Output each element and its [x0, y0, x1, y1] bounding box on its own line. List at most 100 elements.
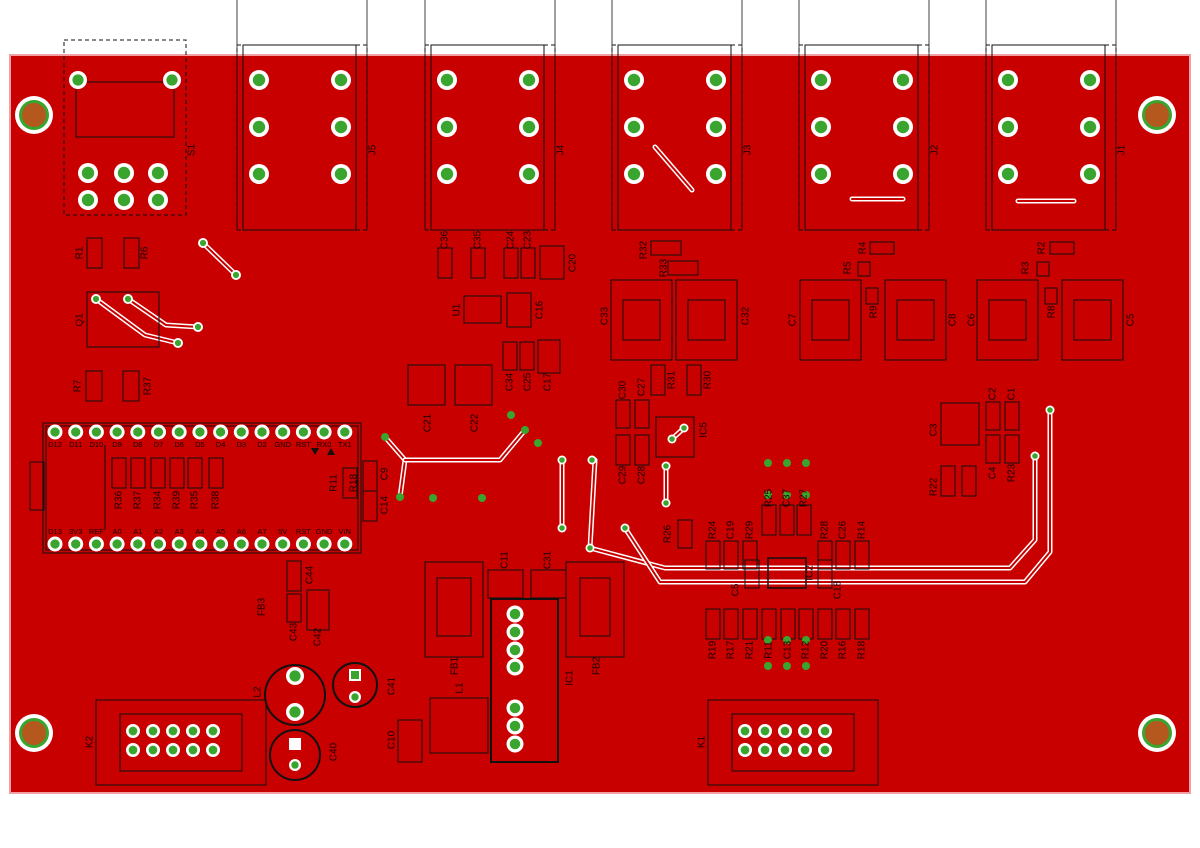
- designator-label: R18: [857, 640, 868, 659]
- arduino-pin-label-bottom: RST: [296, 527, 311, 536]
- pad-copper: [188, 745, 198, 755]
- cap-outline: [332, 662, 378, 708]
- smd-footprint: [86, 237, 103, 269]
- smd-footprint: [519, 341, 535, 371]
- header-label: K2: [85, 735, 96, 748]
- via: [764, 491, 772, 499]
- mounting-hole-drill: [22, 103, 46, 127]
- ic5-outline: [655, 416, 695, 458]
- via: [764, 662, 772, 670]
- cap-inner: [622, 299, 661, 341]
- pad-copper: [298, 539, 309, 549]
- designator-label: IC1: [565, 670, 576, 686]
- designator-label: R14: [857, 520, 868, 539]
- designator-label: R1: [75, 246, 86, 259]
- designator-label: C9: [380, 467, 391, 480]
- pad-copper: [117, 166, 131, 180]
- pad-copper: [814, 167, 828, 181]
- header-label: K1: [697, 735, 708, 748]
- jack-keepout: [236, 44, 368, 231]
- designator-label: C42: [313, 627, 324, 646]
- pad-copper: [587, 545, 593, 551]
- smd-footprint: [817, 559, 833, 589]
- arduino-pin-label-top: D7: [154, 440, 164, 449]
- jack-label-J5: J5: [368, 144, 379, 155]
- smd-footprint: [854, 540, 870, 570]
- designator-label: C5: [731, 583, 742, 596]
- pad-copper: [1083, 167, 1097, 181]
- pad-copper: [199, 239, 207, 247]
- smd-footprint: [705, 608, 721, 640]
- arduino-pin-label-top: RST: [296, 440, 311, 449]
- smd-footprint: [940, 465, 956, 497]
- pad-copper: [91, 539, 102, 549]
- pad-copper: [681, 425, 687, 431]
- pad-copper: [509, 608, 521, 620]
- designator-label: R21: [745, 640, 756, 659]
- via: [478, 494, 486, 502]
- designator-label: C29: [618, 465, 629, 484]
- designator-label: R2: [1037, 241, 1048, 254]
- pad-copper: [820, 745, 830, 755]
- designator-label: C34: [505, 372, 516, 391]
- designator-label: C2: [988, 387, 999, 400]
- designator-label: C30: [618, 380, 629, 399]
- pad-copper: [319, 539, 329, 549]
- copper-pour: [9, 54, 1191, 794]
- smd-footprint: [835, 608, 851, 640]
- designator-label: C32: [741, 306, 752, 325]
- jack-keepout: [798, 44, 930, 231]
- pad-copper: [252, 167, 266, 181]
- pad-copper: [800, 745, 810, 755]
- cap-footprint: [407, 364, 446, 406]
- pad-copper: [334, 73, 348, 87]
- via: [783, 662, 791, 670]
- pad-copper: [709, 120, 723, 134]
- smd-footprint: [85, 370, 103, 402]
- arduino-pin-label-top: RX0: [317, 440, 332, 449]
- designator-label: C44: [305, 565, 316, 584]
- smd-footprint: [723, 608, 739, 640]
- via: [381, 433, 389, 441]
- pad-copper: [627, 167, 641, 181]
- ic2-outline: [767, 557, 807, 589]
- smd-footprint: [686, 364, 702, 396]
- pad-copper: [195, 539, 205, 549]
- designator-label: R3: [1021, 261, 1032, 274]
- pad-copper: [188, 726, 198, 736]
- designator-label: C10: [387, 730, 398, 749]
- designator-label: R36: [114, 490, 125, 509]
- pad-copper: [522, 73, 536, 87]
- arduino-pin-label-top: D2: [257, 440, 267, 449]
- pad-copper: [252, 73, 266, 87]
- pad-square-core: [351, 671, 359, 679]
- arduino-pin-label-bottom: A0: [113, 527, 122, 536]
- pad-square: [289, 738, 301, 750]
- pad-copper: [153, 539, 164, 549]
- pad-copper: [509, 644, 521, 656]
- pad-copper: [627, 120, 641, 134]
- designator-label: C43: [289, 622, 300, 641]
- designator-label: C1: [1007, 387, 1018, 400]
- pad-copper: [622, 525, 628, 531]
- designator-label: C41: [387, 676, 398, 695]
- designator-label: R37: [143, 376, 154, 395]
- cap-inner: [687, 299, 726, 341]
- pad-copper: [319, 427, 329, 437]
- arduino-pin-label-top: D8: [133, 440, 143, 449]
- designator-label: C18: [833, 580, 844, 599]
- cap-outline: [269, 729, 321, 781]
- pad-copper: [215, 427, 226, 437]
- pad-copper: [440, 167, 454, 181]
- designator-label: R39: [172, 490, 183, 509]
- jack-outline: [242, 44, 357, 231]
- designator-label: R20: [820, 640, 831, 659]
- designator-label: R37: [133, 490, 144, 509]
- designator-label: R29: [745, 520, 756, 539]
- pad-copper: [820, 726, 830, 736]
- inductor-footprint: [429, 697, 489, 754]
- designator-label: C24: [506, 230, 517, 249]
- arduino-pin-label-top: TX1: [338, 440, 352, 449]
- designator-label: FB1: [450, 656, 461, 675]
- jack-outline: [991, 44, 1106, 231]
